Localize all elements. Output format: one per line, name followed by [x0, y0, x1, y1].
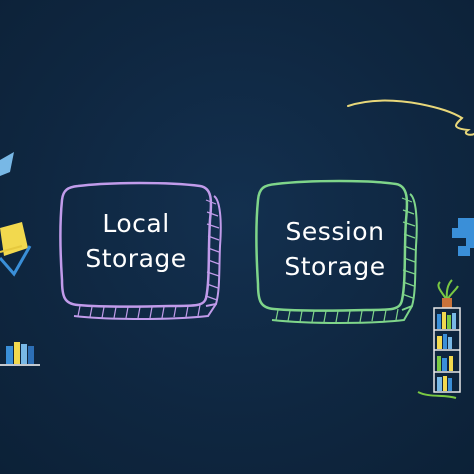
bookshelf-plant-icon [417, 279, 461, 399]
session-storage-card-outline [255, 179, 418, 324]
books-icon [0, 342, 40, 366]
session-storage-line2: Storage [284, 252, 386, 281]
scribble-line-icon [347, 99, 474, 136]
local-storage-line1: Local [102, 209, 170, 238]
folder-shape-icon [0, 222, 32, 277]
puzzle-piece-icon [452, 218, 474, 256]
local-storage-line2: Storage [85, 244, 187, 273]
local-storage-card-outline [59, 181, 222, 320]
arrow-shape-icon [0, 152, 14, 176]
session-storage-line1: Session [285, 217, 385, 246]
local-storage-label: Local Storage [72, 206, 200, 276]
session-storage-label: Session Storage [270, 214, 400, 284]
